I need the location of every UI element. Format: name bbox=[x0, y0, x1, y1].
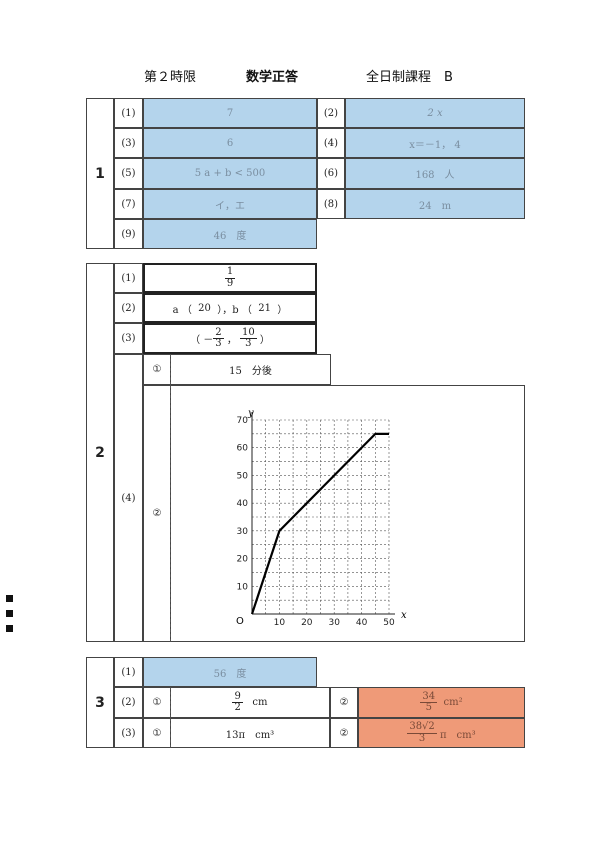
x-tick-label: 40 bbox=[356, 618, 368, 628]
origin-label: O bbox=[236, 616, 244, 627]
registration-mark bbox=[6, 610, 13, 617]
q1-7-label: (7) bbox=[114, 189, 143, 219]
y-tick-label: 40 bbox=[237, 499, 249, 509]
period-label: 第２時限 bbox=[144, 70, 197, 85]
q1-9-answer: 46 度 bbox=[143, 219, 317, 249]
y-tick-label: 10 bbox=[237, 582, 249, 592]
q1-9-label: (9) bbox=[114, 219, 143, 249]
q2-2-label: (2) bbox=[114, 293, 143, 323]
q1-2-label: (2) bbox=[317, 98, 345, 128]
q1-1-label: (1) bbox=[114, 98, 143, 128]
q2-1-label: (1) bbox=[114, 263, 143, 293]
chart-series bbox=[250, 432, 389, 615]
x-tick-label: 50 bbox=[383, 618, 395, 628]
q3-1-answer: 56 度 bbox=[143, 657, 317, 687]
y-tick-label: 30 bbox=[237, 527, 249, 537]
q3-3-1-mark: ① bbox=[143, 718, 171, 748]
x-tick-label: 30 bbox=[328, 618, 340, 628]
q3-2-2-mark: ② bbox=[330, 687, 358, 718]
q1-6-answer: 168 人 bbox=[345, 158, 525, 189]
q2-4-1-answer: 15 分後 bbox=[170, 354, 331, 385]
q2-4-label: (4) bbox=[114, 354, 143, 642]
x-tick-label: 10 bbox=[274, 618, 286, 628]
registration-mark bbox=[6, 625, 13, 632]
y-tick-label: 60 bbox=[237, 444, 249, 454]
y-axis-label: y bbox=[247, 408, 254, 419]
q3-3-label: (3) bbox=[114, 718, 143, 748]
q2-3-label: (3) bbox=[114, 323, 143, 354]
q1-7-answer: イ，エ bbox=[143, 189, 317, 219]
section-1-number: 1 bbox=[86, 98, 114, 249]
series-line bbox=[250, 432, 389, 615]
registration-mark bbox=[6, 595, 13, 602]
q2-2-answer: a （ 20 ），b （ 21 ） bbox=[143, 293, 317, 323]
q3-3-2-mark: ② bbox=[330, 718, 358, 748]
q3-3-1-answer: 13π cm³ bbox=[170, 718, 330, 748]
q1-8-label: (8) bbox=[317, 189, 345, 219]
section-3-number: 3 bbox=[86, 657, 114, 748]
q2-4-2-mark: ② bbox=[143, 385, 171, 642]
section-2-number: 2 bbox=[86, 263, 114, 642]
graph-chart: 10 20 30 40 50 10 20 30 40 50 60 70 x y O bbox=[236, 408, 407, 628]
chart-axes bbox=[251, 412, 395, 615]
chart-ticks: 10 20 30 40 50 10 20 30 40 50 60 70 bbox=[237, 416, 395, 628]
q1-5-label: (5) bbox=[114, 158, 143, 189]
y-tick-label: 70 bbox=[237, 416, 249, 426]
q1-4-label: (4) bbox=[317, 128, 345, 158]
q3-1-label: (1) bbox=[114, 657, 143, 687]
q1-4-answer: x＝－1， 4 bbox=[345, 128, 525, 158]
chart-grid bbox=[252, 419, 390, 614]
x-axis-label: x bbox=[401, 610, 407, 621]
course-label: 全日制課程 B bbox=[366, 70, 453, 85]
q1-6-label: (6) bbox=[317, 158, 345, 189]
q2-4-1-mark: ① bbox=[143, 354, 171, 385]
q1-8-answer: 24 m bbox=[345, 189, 525, 219]
q1-5-answer: 5 a + b < 500 bbox=[143, 158, 317, 189]
q1-3-label: (3) bbox=[114, 128, 143, 158]
page-title: 数学正答 bbox=[246, 70, 299, 85]
q2-4-2-graph-cell bbox=[170, 385, 525, 642]
y-tick-label: 20 bbox=[237, 555, 249, 565]
q1-1-answer: 7 bbox=[143, 98, 317, 128]
q1-3-answer: 6 bbox=[143, 128, 317, 158]
q3-2-label: (2) bbox=[114, 687, 143, 718]
q3-2-1-mark: ① bbox=[143, 687, 171, 718]
x-tick-label: 20 bbox=[301, 618, 313, 628]
q1-2-answer: 2 x bbox=[345, 98, 525, 128]
y-tick-label: 50 bbox=[237, 471, 249, 481]
